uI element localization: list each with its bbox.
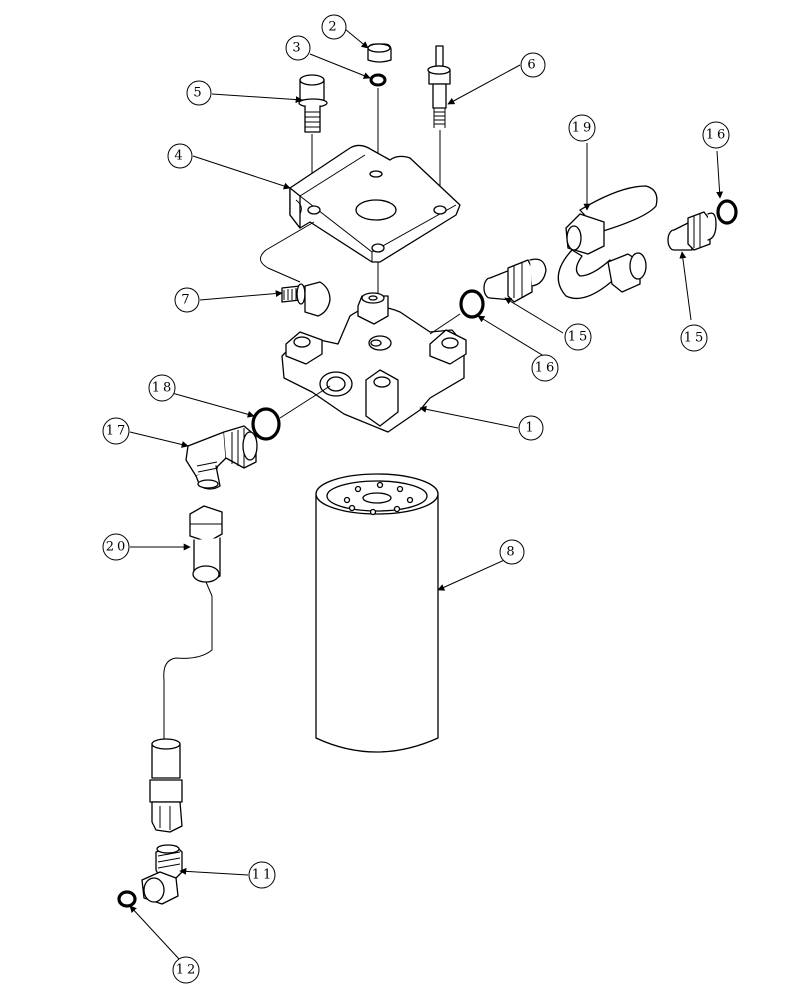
part-1-filter-head <box>281 292 467 433</box>
callout-label: 16 <box>706 128 729 143</box>
callout-label: 20 <box>106 540 129 555</box>
callout-label: 15 <box>684 331 707 346</box>
callout-label: 2 <box>328 20 339 35</box>
callout-label: 15 <box>568 330 591 345</box>
oring-20-line <box>279 385 331 419</box>
callout-19: 17 <box>102 417 130 445</box>
callout-label: 5 <box>193 86 204 101</box>
part-15-adapter <box>667 211 717 251</box>
part-3-washer <box>369 73 387 87</box>
part-17-adapter <box>483 258 547 303</box>
callout-21: 19 <box>568 114 596 142</box>
callout-label: 11 <box>252 868 275 883</box>
bracket-bolt-line <box>260 221 315 283</box>
callout-label: 12 <box>176 963 199 978</box>
leader-lines <box>129 28 724 960</box>
callout-label: 3 <box>292 41 303 56</box>
callout-label: 8 <box>506 545 517 560</box>
callout-label: 18 <box>152 381 175 396</box>
part-19-elbow <box>185 425 258 490</box>
callout-12: 12 <box>172 956 200 984</box>
part-7-bolt <box>281 281 331 317</box>
callout-17: 15 <box>564 323 592 351</box>
callout-11: 11 <box>248 861 276 889</box>
part-22-hose <box>149 505 223 833</box>
callout-label: 19 <box>572 121 595 136</box>
part-2-plug <box>367 43 392 63</box>
callout-16: 16 <box>702 121 730 149</box>
callout-20: 18 <box>148 374 176 402</box>
part-20-oring <box>251 407 281 441</box>
part-21-tube <box>557 185 658 300</box>
part-18-oring <box>459 289 485 319</box>
callout-label: 17 <box>106 424 129 439</box>
part-4-bracket <box>289 144 461 263</box>
callout-6: 6 <box>520 52 546 78</box>
callout-label: 4 <box>174 149 185 164</box>
part-16-oring <box>716 199 738 225</box>
callout-1: 1 <box>518 415 544 441</box>
callout-22: 20 <box>102 533 130 561</box>
callout-4: 4 <box>167 143 193 169</box>
callout-15: 15 <box>680 324 708 352</box>
callout-label: 6 <box>527 58 538 73</box>
callout-7: 7 <box>174 287 200 313</box>
part-8-filter <box>315 473 439 753</box>
part-12-oring <box>117 890 137 908</box>
callout-label: 16 <box>535 361 558 376</box>
callout-label: 7 <box>181 293 192 308</box>
part-6-stud <box>427 45 451 128</box>
callout-8: 8 <box>499 539 525 565</box>
part-11-elbow <box>141 844 183 905</box>
callout-label: 1 <box>525 421 536 436</box>
part-5-bolt <box>298 74 328 133</box>
callout-2: 2 <box>321 14 347 40</box>
callout-18: 16 <box>531 354 559 382</box>
callout-5: 5 <box>186 80 212 106</box>
callout-3: 3 <box>285 35 311 61</box>
oring-18-line <box>429 313 461 335</box>
